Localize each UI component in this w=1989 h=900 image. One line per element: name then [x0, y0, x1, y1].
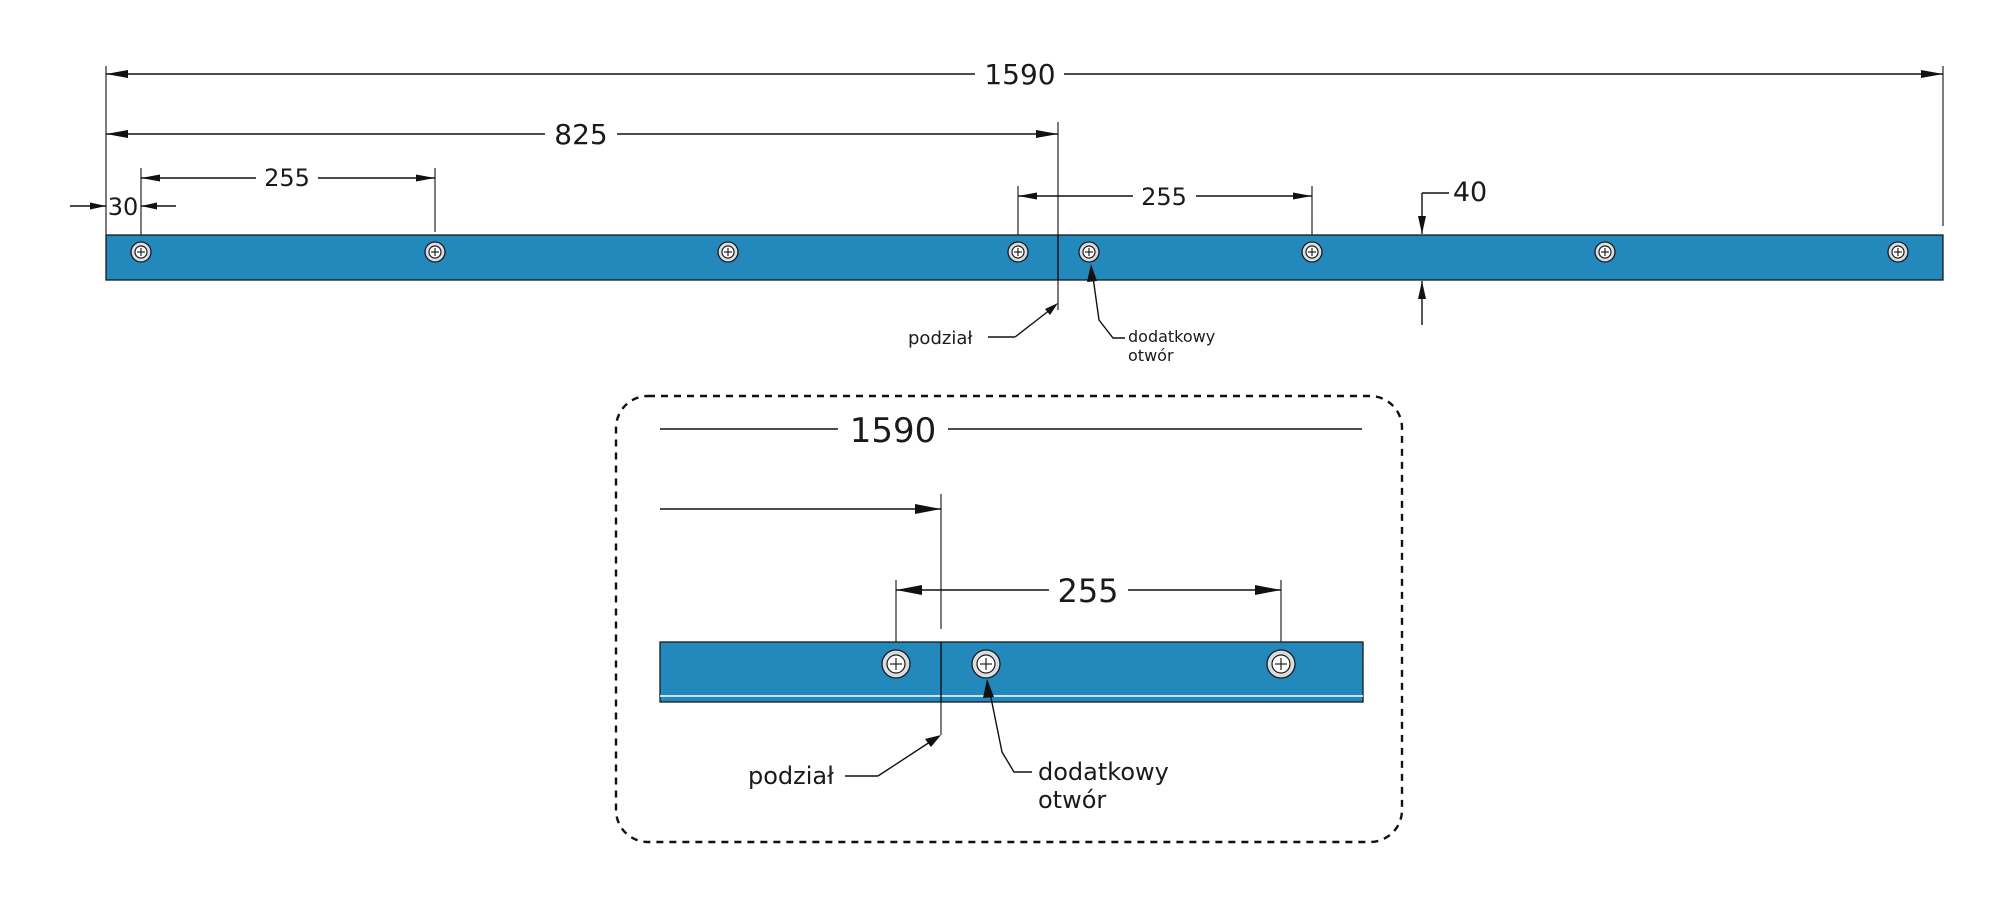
main-view: 1590 825 255 30 [70, 58, 1944, 365]
detail-bar [659, 641, 1364, 703]
hole [717, 241, 739, 263]
detail-extra-hole-label-line1: dodatkowy [1038, 758, 1169, 786]
dimension-edge-offset-text: 30 [108, 193, 139, 221]
hole [1007, 241, 1029, 263]
extra-hole-label-line1: dodatkowy [1128, 327, 1215, 346]
dimension-bar-width-text: 40 [1453, 177, 1487, 208]
hole [1301, 241, 1323, 263]
extra-hole-callout: dodatkowy otwór [1087, 264, 1215, 365]
dimension-total-length: 1590 [105, 58, 1944, 236]
detail-frame [614, 394, 1404, 844]
split-callout: podział [908, 303, 1058, 349]
extra-hole [1078, 241, 1100, 263]
dimension-hole-spacing-right: 255 [1017, 183, 1313, 236]
detail-extra-hole-callout: dodatkowy otwór [983, 679, 1169, 814]
detail-dimension-hole-spacing-text: 255 [1057, 572, 1118, 610]
dimension-hole-spacing-left-text: 255 [264, 164, 310, 192]
detail-extra-hole-label-line2: otwór [1038, 786, 1106, 814]
extra-hole-label-line2: otwór [1128, 346, 1174, 365]
detail-split-label: podział [748, 762, 834, 790]
detail-split-dimension [660, 494, 942, 629]
detail-dimension-hole-spacing: 255 [895, 572, 1282, 664]
hole [424, 241, 446, 263]
dimension-split-position: 825 [106, 118, 1059, 310]
detail-extra-hole [971, 649, 1001, 679]
detail-split-callout: podział [748, 702, 942, 790]
detail-hole [1266, 649, 1296, 679]
dimension-total-length-text: 1590 [984, 58, 1055, 91]
dimension-hole-spacing-left: 255 [140, 164, 436, 236]
detail-dimension-total-length: 1590 [660, 411, 1362, 451]
hole [1594, 241, 1616, 263]
dimension-split-position-text: 825 [554, 118, 607, 151]
hole [130, 241, 152, 263]
detail-dimension-total-length-text: 1590 [850, 411, 937, 451]
dimension-hole-spacing-right-text: 255 [1141, 183, 1187, 211]
hole [1887, 241, 1909, 263]
detail-view: 1590 255 [614, 394, 1404, 844]
dimension-edge-offset: 30 [70, 193, 176, 221]
detail-hole [881, 649, 911, 679]
split-label: podział [908, 328, 973, 349]
dimension-bar-width: 40 [1418, 177, 1487, 325]
